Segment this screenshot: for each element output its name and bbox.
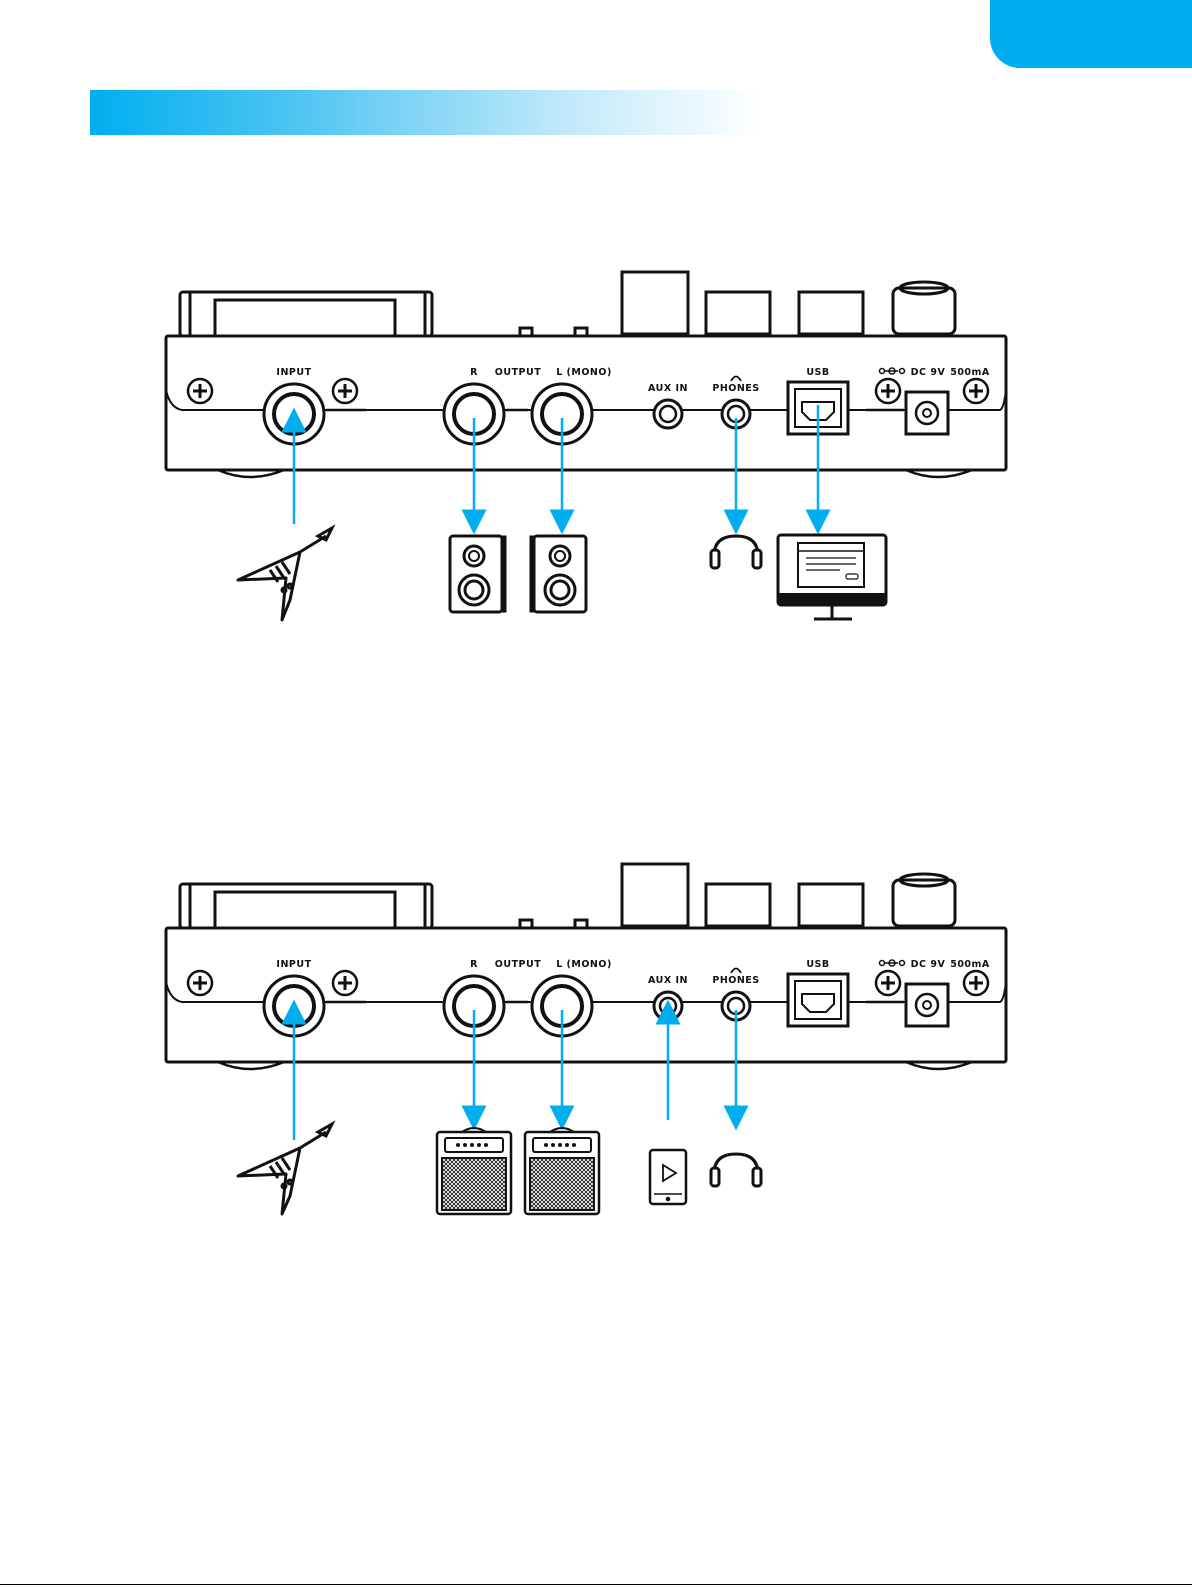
output-l-mono-label: L (MONO) (556, 367, 612, 378)
output-r-label: R (470, 959, 478, 970)
guitar-icon (238, 528, 332, 620)
output-label: OUTPUT (495, 959, 541, 970)
connection-diagram-2: INPUT R OUTPUT L (MONO) AUX IN PHONES US… (0, 858, 1192, 1238)
phones-glyph-icon (731, 969, 741, 974)
aux-in-label: AUX IN (648, 383, 688, 394)
device-top-body (180, 292, 432, 336)
dc-label: DC 9V (911, 959, 946, 970)
guitar-icon (238, 1124, 332, 1214)
connection-diagram-svg: INPUT R OUTPUT L (MONO) AUX IN PHONES US… (0, 858, 1192, 1238)
headphones-icon (711, 1154, 761, 1186)
usb-label: USB (806, 959, 829, 970)
tablet-icon (650, 1150, 686, 1204)
amplifier-icon (525, 1128, 599, 1214)
speaker-icon (530, 536, 586, 612)
output-label: OUTPUT (495, 367, 541, 378)
headphones-icon (711, 536, 761, 568)
section-header-bar (90, 90, 760, 135)
output-r-label: R (470, 367, 478, 378)
knobs (622, 864, 955, 926)
ma-label: 500mA (950, 959, 990, 970)
speaker-icon (450, 536, 506, 612)
aux-in-label: AUX IN (648, 975, 688, 986)
output-l-mono-label: L (MONO) (556, 959, 612, 970)
usb-label: USB (806, 367, 829, 378)
signal-arrows (294, 1010, 736, 1140)
dc-polarity-icon (880, 368, 905, 374)
knobs (622, 272, 955, 334)
device-top-body (180, 884, 432, 928)
phones-label: PHONES (712, 975, 759, 986)
amplifier-icon (437, 1128, 511, 1214)
computer-monitor-icon (778, 535, 886, 619)
input-label: INPUT (276, 367, 311, 378)
corner-tab (990, 0, 1192, 68)
connection-diagram-svg: INPUT R OUTPUT L (MONO) AUX IN PHONES US… (0, 260, 1192, 640)
dc-label: DC 9V (911, 367, 946, 378)
dc-polarity-icon (880, 960, 905, 966)
jacks (264, 382, 948, 444)
phones-label: PHONES (712, 383, 759, 394)
footer-rule (0, 1584, 1192, 1585)
phones-glyph-icon (731, 377, 741, 382)
input-label: INPUT (276, 959, 311, 970)
ma-label: 500mA (950, 367, 990, 378)
jacks (264, 974, 948, 1036)
connection-diagram-1: INPUT R OUTPUT L (MONO) AUX IN PHONES US… (0, 260, 1192, 640)
